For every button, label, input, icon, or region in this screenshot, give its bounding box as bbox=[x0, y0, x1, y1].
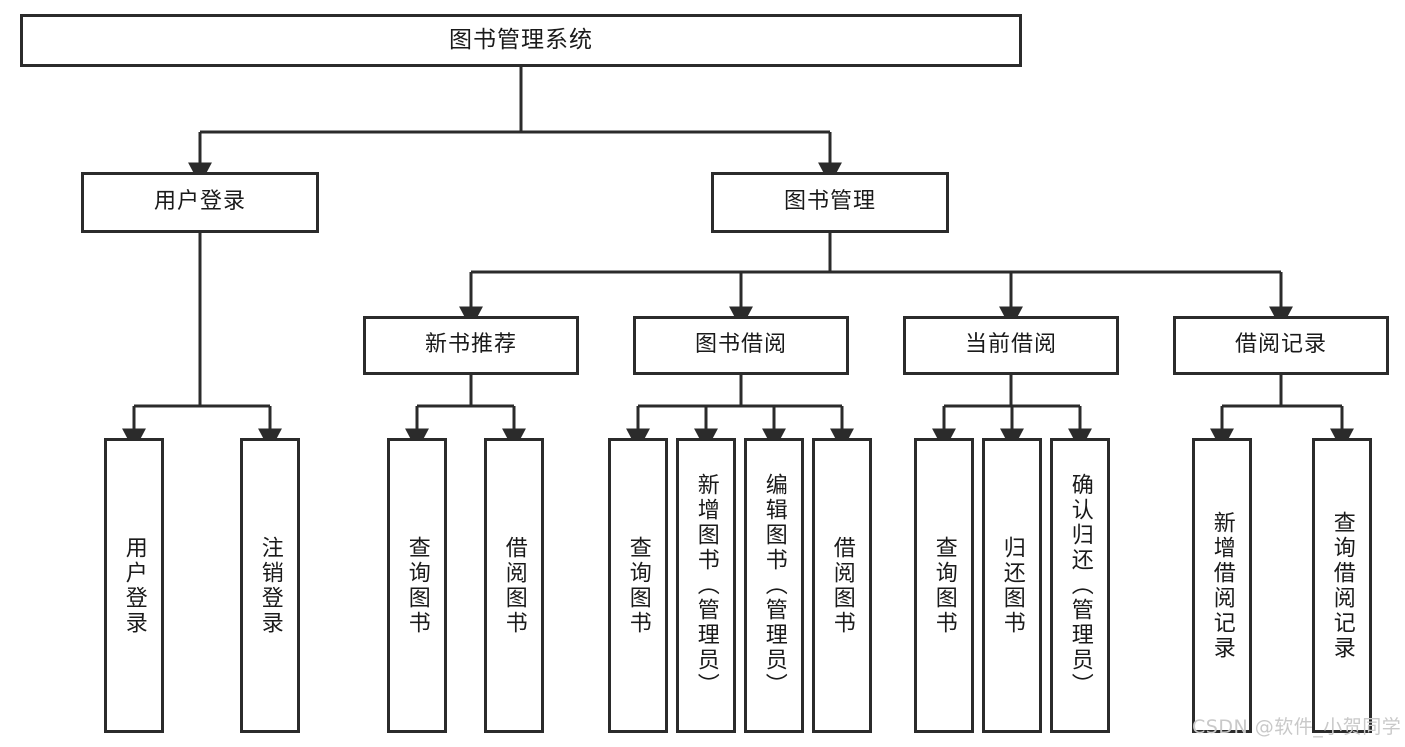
node-borrow-record[interactable]: 借阅记录 bbox=[1173, 316, 1389, 375]
leaf-node-label: 归还图书 bbox=[999, 535, 1025, 636]
leaf-node-label: 借阅图书 bbox=[829, 535, 855, 636]
leaf-node-label: 查询图书 bbox=[625, 535, 651, 636]
leaf-node-label: 查询图书 bbox=[404, 535, 430, 636]
leaf-node[interactable]: 查询图书 bbox=[387, 438, 447, 733]
leaf-node[interactable]: 归还图书 bbox=[982, 438, 1042, 733]
node-root[interactable]: 图书管理系统 bbox=[20, 14, 1022, 67]
node-book-borrow-label: 图书借阅 bbox=[694, 332, 787, 358]
node-new-book-recommend-label: 新书推荐 bbox=[424, 332, 517, 358]
leaf-node-label: 用户登录 bbox=[121, 535, 147, 636]
leaf-node[interactable]: 用户登录 bbox=[104, 438, 164, 733]
node-root-label: 图书管理系统 bbox=[449, 26, 593, 53]
leaf-node[interactable]: 查询图书 bbox=[914, 438, 974, 733]
leaf-node-label: 注销登录 bbox=[257, 535, 283, 636]
leaf-node[interactable]: 新增借阅记录 bbox=[1192, 438, 1252, 733]
leaf-node[interactable]: 查询借阅记录 bbox=[1312, 438, 1372, 733]
node-user-login[interactable]: 用户登录 bbox=[81, 172, 319, 233]
leaf-node[interactable]: 借阅图书 bbox=[484, 438, 544, 733]
leaf-node-label: 新增借阅记录 bbox=[1209, 510, 1235, 661]
node-new-book-recommend[interactable]: 新书推荐 bbox=[363, 316, 579, 375]
leaf-node[interactable]: 注销登录 bbox=[240, 438, 300, 733]
leaf-node-label: 确认归还（管理员） bbox=[1067, 473, 1093, 698]
leaf-node-label: 新增图书（管理员） bbox=[693, 473, 719, 698]
leaf-node[interactable]: 编辑图书（管理员） bbox=[744, 438, 804, 733]
node-book-borrow[interactable]: 图书借阅 bbox=[633, 316, 849, 375]
leaf-node-label: 借阅图书 bbox=[501, 535, 527, 636]
leaf-node-label: 查询图书 bbox=[931, 535, 957, 636]
leaf-node[interactable]: 确认归还（管理员） bbox=[1050, 438, 1110, 733]
node-book-management[interactable]: 图书管理 bbox=[711, 172, 949, 233]
node-user-login-label: 用户登录 bbox=[153, 189, 246, 215]
leaf-node[interactable]: 查询图书 bbox=[608, 438, 668, 733]
node-current-borrow[interactable]: 当前借阅 bbox=[903, 316, 1119, 375]
node-book-management-label: 图书管理 bbox=[783, 189, 876, 215]
leaf-node-label: 编辑图书（管理员） bbox=[761, 473, 787, 698]
leaf-node-label: 查询借阅记录 bbox=[1329, 510, 1355, 661]
leaf-node[interactable]: 借阅图书 bbox=[812, 438, 872, 733]
leaf-node[interactable]: 新增图书（管理员） bbox=[676, 438, 736, 733]
node-current-borrow-label: 当前借阅 bbox=[964, 332, 1057, 358]
node-borrow-record-label: 借阅记录 bbox=[1234, 332, 1327, 358]
